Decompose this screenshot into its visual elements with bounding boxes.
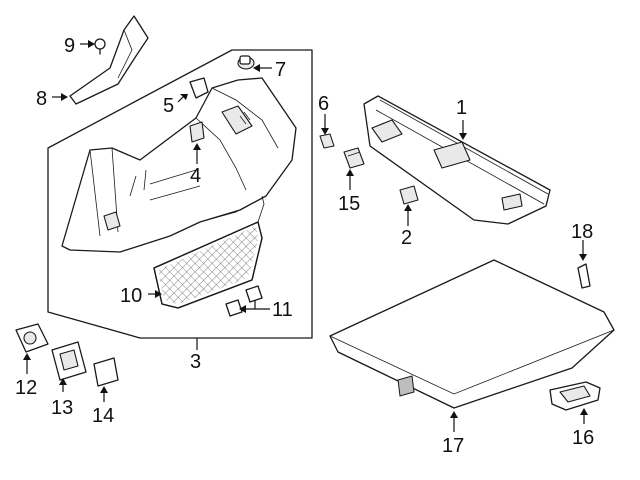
callout-11: 11 [272, 299, 293, 321]
part-18-strap [577, 263, 591, 289]
callout-6: 6 [318, 93, 329, 115]
part-8-trim-strip [69, 15, 149, 105]
part-15-bracket [343, 147, 365, 169]
part-4-clip [189, 121, 205, 143]
part-17-load-floor [329, 259, 615, 409]
callout-5: 5 [163, 95, 174, 117]
assembly-3-outline [47, 49, 313, 339]
callout-1: 1 [456, 97, 467, 119]
callout-9: 9 [64, 35, 75, 57]
callout-16: 16 [572, 427, 594, 449]
callout-17: 17 [442, 435, 464, 457]
part-16-handle [549, 381, 601, 411]
callout-3: 3 [190, 351, 201, 373]
part-13-bezel [51, 341, 87, 381]
callout-7: 7 [275, 59, 286, 81]
callout-leaders [23, 40, 588, 432]
part-2-retainer [399, 185, 419, 205]
callout-2: 2 [401, 227, 412, 249]
part-5-pad [189, 77, 209, 99]
part-1-package-tray [363, 95, 551, 225]
quarter-trim-panel [61, 77, 297, 253]
part-6-clip [319, 133, 335, 149]
part-11-hooks [225, 285, 263, 317]
part-14-cap [93, 357, 119, 387]
part-9-fastener [94, 38, 106, 55]
part-12-ring [15, 323, 49, 353]
callout-8: 8 [36, 88, 47, 110]
callout-12: 12 [15, 377, 37, 399]
callout-4: 4 [190, 165, 201, 187]
part-10-cargo-net [153, 195, 265, 309]
callout-14: 14 [92, 405, 114, 427]
callout-15: 15 [338, 193, 360, 215]
part-7-grommet [237, 55, 255, 70]
callout-10: 10 [120, 285, 142, 307]
callout-18: 18 [571, 221, 593, 243]
callout-13: 13 [51, 397, 73, 419]
